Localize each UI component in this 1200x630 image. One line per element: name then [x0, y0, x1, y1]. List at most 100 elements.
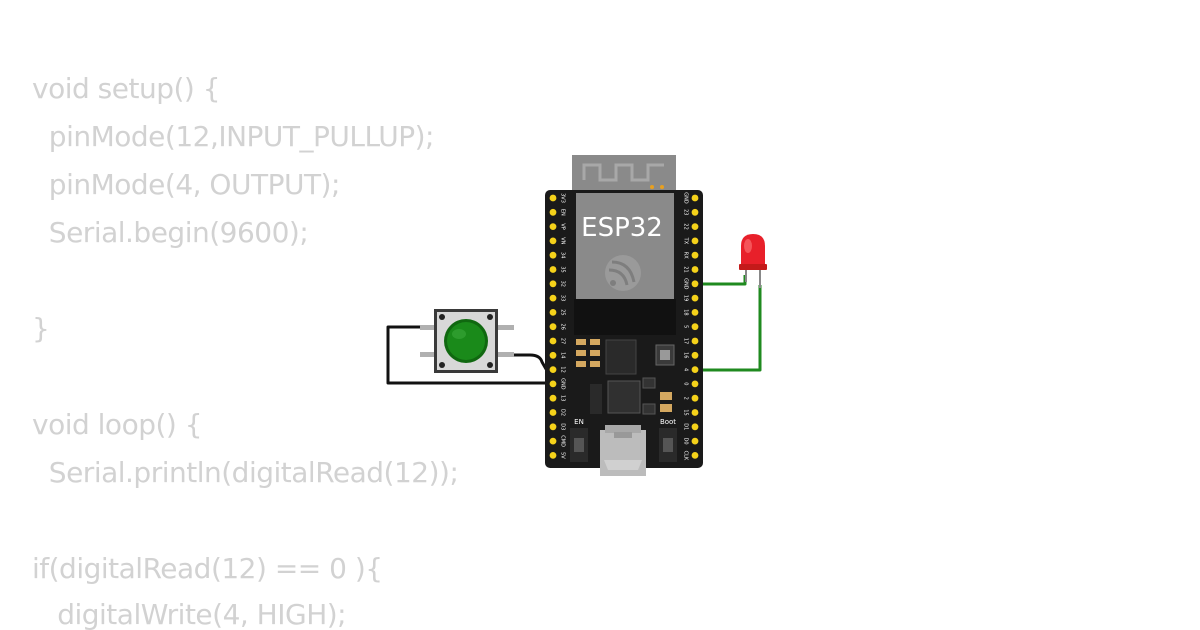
- pin-left-11[interactable]: [549, 351, 557, 359]
- pin-right-4[interactable]: [691, 251, 699, 259]
- pin-left-15[interactable]: [549, 409, 557, 416]
- pin-left-3[interactable]: [549, 237, 557, 245]
- boot-label: Boot: [660, 418, 676, 426]
- pin-label-right-1: 23: [683, 209, 689, 215]
- pin-left-16[interactable]: [549, 423, 557, 431]
- pin-label-left-10: 27: [560, 338, 566, 344]
- code-line: pinMode(4, OUTPUT);: [32, 168, 341, 201]
- usb-chip: [607, 380, 641, 414]
- pin-label-right-18: CLK: [683, 451, 689, 461]
- boot-button[interactable]: [663, 438, 673, 452]
- pin-right-17[interactable]: [691, 437, 699, 445]
- pin-label-left-5: 35: [560, 266, 566, 272]
- pin-right-18[interactable]: [691, 452, 699, 459]
- wire-green-gpio4[interactable]: [695, 285, 762, 372]
- espressif-logo-icon: [605, 255, 641, 291]
- pin-left-14[interactable]: [549, 394, 557, 402]
- pin-label-left-12: 12: [560, 366, 566, 372]
- pin-label-left-0: 3V3: [560, 193, 566, 203]
- pin-label-right-11: 16: [683, 352, 689, 358]
- code-line: digitalWrite(4, HIGH);: [32, 598, 347, 630]
- pin-label-left-18: 5V: [560, 452, 566, 459]
- pin-right-11[interactable]: [691, 351, 699, 359]
- pin-label-right-8: 18: [683, 309, 689, 315]
- pin-label-right-17: D0: [683, 438, 689, 445]
- pin-right-3[interactable]: [691, 237, 699, 245]
- led-red[interactable]: [739, 234, 767, 288]
- pin-label-left-15: D2: [560, 409, 566, 416]
- pin-left-2[interactable]: [549, 223, 557, 231]
- pin-right-16[interactable]: [691, 423, 699, 431]
- pin-label-left-17: CMD: [560, 435, 566, 447]
- pin-right-7[interactable]: [691, 294, 699, 302]
- pin-label-left-7: 33: [560, 295, 566, 301]
- pin-left-17[interactable]: [549, 437, 557, 445]
- code-line: void loop() {: [32, 408, 203, 441]
- pin-right-9[interactable]: [691, 323, 699, 331]
- pin-right-12[interactable]: [691, 366, 699, 373]
- code-line: pinMode(12,INPUT_PULLUP);: [32, 120, 435, 153]
- pin-label-left-1: EN: [560, 209, 566, 216]
- pin-right-6[interactable]: [691, 280, 699, 288]
- wire-black-gnd[interactable]: [386, 325, 553, 385]
- code-line: if(digitalRead(12) == 0 ){: [32, 552, 383, 585]
- pin-label-right-9: 5: [683, 325, 689, 328]
- code-line: void setup() {: [32, 72, 221, 105]
- code-line: }: [32, 312, 50, 345]
- pin-left-0[interactable]: [549, 194, 557, 202]
- pin-left-1[interactable]: [549, 208, 557, 216]
- pin-label-right-16: D1: [683, 423, 689, 430]
- wire-black-gpio12[interactable]: [497, 353, 553, 371]
- pin-label-left-13: GND: [560, 378, 566, 390]
- pin-right-5[interactable]: [691, 266, 699, 273]
- pin-label-left-6: 32: [560, 281, 566, 287]
- pin-left-7[interactable]: [549, 294, 557, 302]
- pin-label-right-2: 22: [683, 223, 689, 229]
- pin-label-right-10: 17: [683, 338, 689, 344]
- pin-right-13[interactable]: [691, 380, 699, 388]
- pin-label-right-5: 21: [683, 266, 689, 272]
- board-name: ESP32: [581, 213, 663, 243]
- pin-right-8[interactable]: [691, 309, 699, 316]
- pin-label-right-14: 2: [683, 397, 689, 400]
- pin-label-right-3: TX: [683, 237, 689, 245]
- pushbutton[interactable]: [420, 309, 514, 373]
- pin-right-1[interactable]: [691, 208, 699, 216]
- pin-left-10[interactable]: [549, 337, 557, 345]
- pin-left-5[interactable]: [549, 266, 557, 273]
- pin-label-right-7: 19: [683, 295, 689, 301]
- code-line: Serial.println(digitalRead(12));: [32, 456, 459, 489]
- pin-right-0[interactable]: [691, 194, 699, 202]
- pin-left-13[interactable]: [549, 380, 557, 388]
- en-label: EN: [574, 418, 584, 426]
- pin-left-6[interactable]: [549, 280, 557, 288]
- pin-label-right-15: 15: [683, 409, 689, 415]
- left-pin-header: 3V3ENVPVN343532332526271412GND13D2D3CMD5…: [549, 193, 566, 459]
- esp32-board[interactable]: ESP32 3V3ENVPVN343532332526271412GND13D2…: [545, 155, 703, 476]
- pin-label-left-3: VN: [560, 237, 566, 244]
- pin-label-left-2: VP: [560, 223, 566, 229]
- code-line: Serial.begin(9600);: [32, 216, 309, 249]
- pin-label-left-11: 14: [560, 352, 566, 358]
- pin-label-left-4: 34: [560, 252, 566, 258]
- pin-right-10[interactable]: [691, 337, 699, 345]
- pin-left-12[interactable]: [549, 366, 557, 373]
- pin-right-2[interactable]: [691, 223, 699, 231]
- pin-label-left-8: 25: [560, 309, 566, 315]
- antenna-module: [572, 155, 676, 195]
- pin-label-right-13: 0: [683, 382, 689, 385]
- pin-right-14[interactable]: [691, 394, 699, 402]
- pin-label-right-12: 4: [683, 368, 689, 371]
- pin-left-9[interactable]: [549, 323, 557, 331]
- pin-left-18[interactable]: [549, 452, 557, 459]
- pin-label-right-4: RX: [683, 252, 689, 259]
- pin-left-8[interactable]: [549, 309, 557, 316]
- pin-left-4[interactable]: [549, 251, 557, 259]
- pin-right-15[interactable]: [691, 409, 699, 416]
- en-button[interactable]: [574, 438, 584, 452]
- pin-label-left-9: 26: [560, 324, 566, 330]
- pin-label-right-6: GND: [683, 278, 689, 290]
